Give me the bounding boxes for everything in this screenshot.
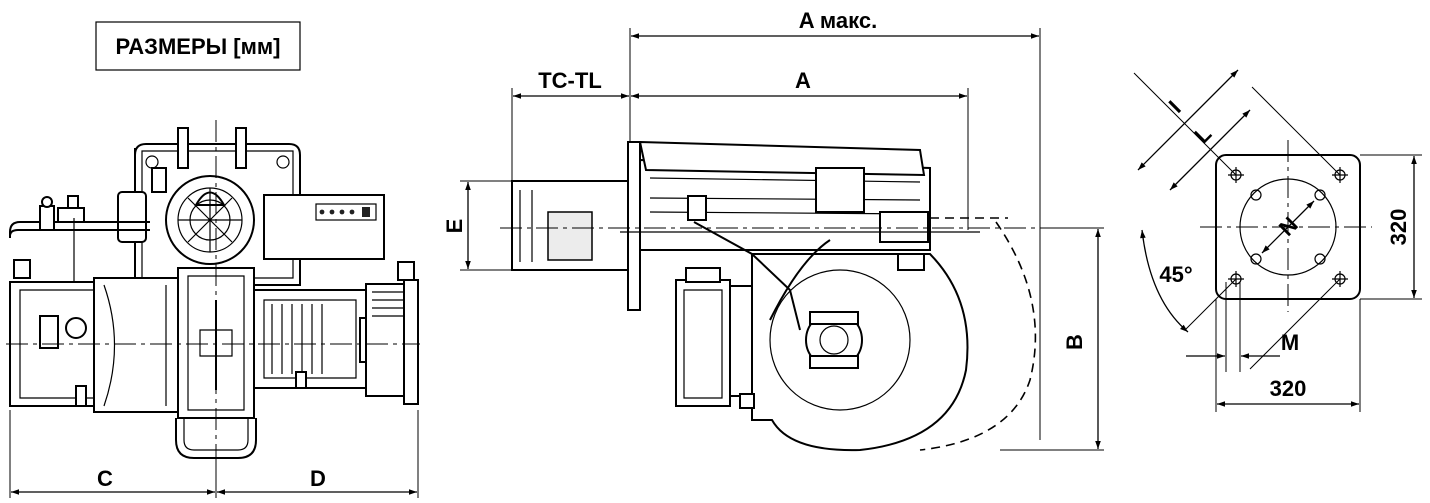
dim-label-d: D [310, 466, 326, 491]
motor-fins [271, 304, 323, 374]
dim-label-m: M [1281, 330, 1299, 355]
dimensions-title: РАЗМЕРЫ [мм] [116, 34, 281, 59]
dimensions-title-box: РАЗМЕРЫ [мм] [95, 21, 301, 71]
dim-label-c: C [97, 466, 113, 491]
flange-height-label: 320 [1386, 209, 1411, 246]
indicator-lamps [319, 207, 370, 217]
flange-view: N I L 45° M 320 320 [1133, 69, 1422, 412]
dim-label-tc-tl: TC-TL [538, 68, 602, 93]
dim-label-a: A [795, 68, 811, 93]
angle-label: 45° [1159, 262, 1192, 287]
dim-label-a-max: A макс. [799, 8, 877, 33]
dim-label-b: B [1062, 334, 1087, 350]
dim-label-e: E [442, 219, 467, 234]
dim-label-l: L [1189, 121, 1216, 148]
front-view: C D [6, 120, 420, 498]
side-view: A макс. TC-TL A E B [442, 8, 1104, 452]
flange-width-label: 320 [1270, 376, 1307, 401]
